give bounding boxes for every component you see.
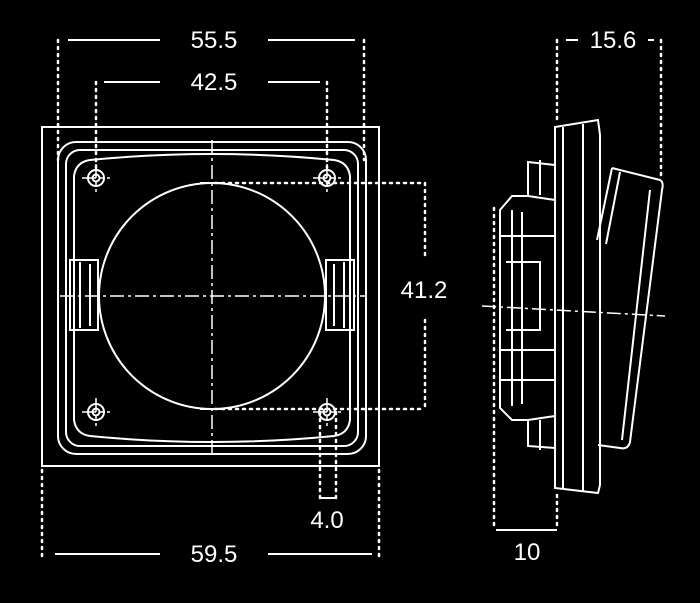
side-view (481, 118, 666, 495)
dim-inner-hole-spacing: 42.5 (191, 69, 238, 96)
side-dimension-lines (496, 39, 654, 531)
clip-right (325, 259, 355, 331)
dim-circle-diameter: 41.2 (401, 277, 448, 304)
dim-hole-diameter: 4.0 (310, 507, 343, 534)
front-dimensions (40, 38, 427, 558)
side-knob (597, 167, 664, 450)
center-lines (60, 140, 365, 455)
side-back-body (499, 160, 556, 449)
front-dimension-lines (55, 39, 372, 555)
dim-outer-hole-spacing: 55.5 (191, 27, 238, 54)
clip-left (69, 259, 99, 331)
frame-outer (41, 126, 380, 467)
inner-bezel (73, 153, 351, 443)
front-view (41, 126, 380, 467)
side-dimensions (492, 38, 663, 532)
dim-depth-base: 10 (514, 539, 541, 566)
dim-depth-total: 15.6 (590, 27, 637, 54)
dim-frame-width: 59.5 (191, 541, 238, 568)
side-front-plate (554, 118, 601, 495)
